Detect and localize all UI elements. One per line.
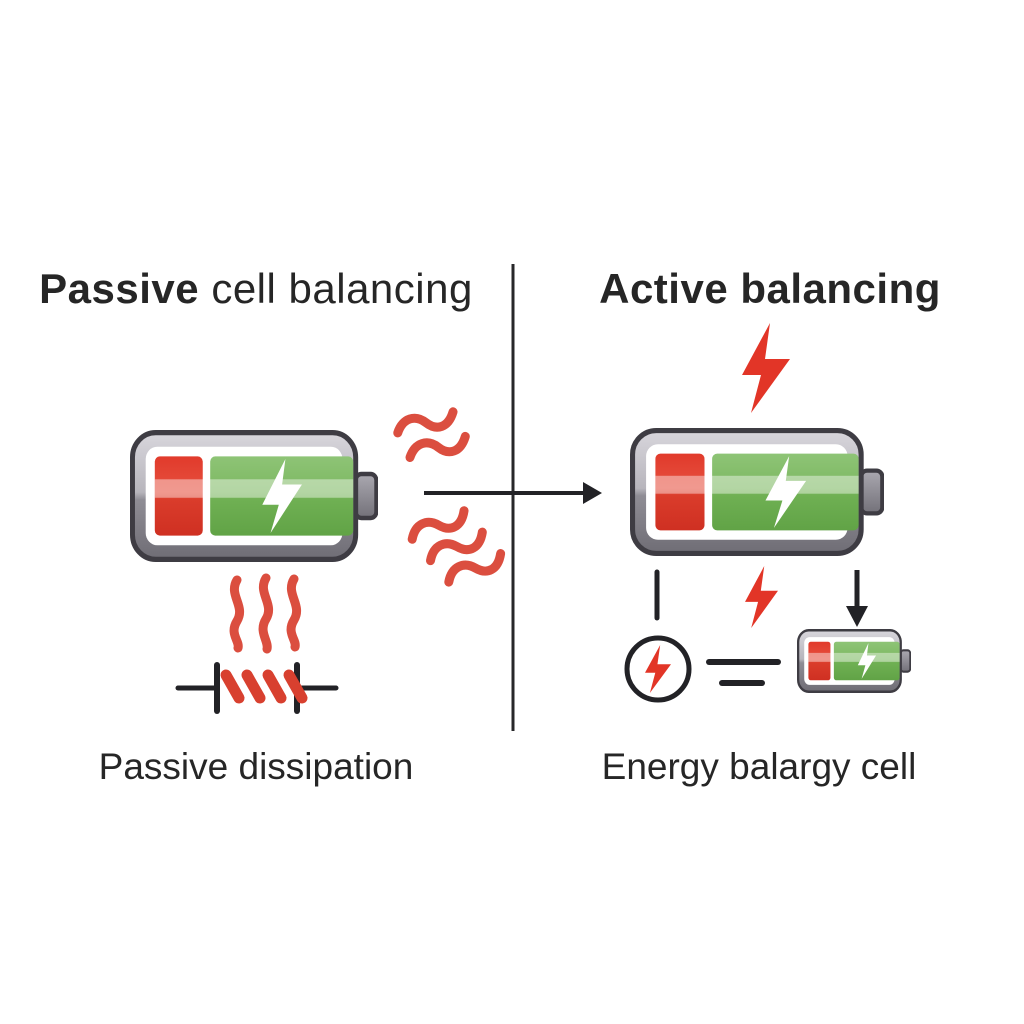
lightning-icon (742, 323, 790, 413)
equals-icon (706, 659, 781, 686)
heat-rising-icon (229, 573, 302, 654)
right-panel-caption: Energy balargy cell (601, 746, 917, 787)
energy-source-icon (624, 635, 692, 703)
resistor-icon (175, 662, 339, 714)
small-battery-icon (797, 629, 911, 693)
left-battery-icon (132, 433, 376, 560)
left-panel-title: Passive cell balancing (0, 262, 512, 316)
small-lightning-icon (745, 566, 778, 628)
right-panel-title: Active balancing (599, 265, 941, 312)
left-title-bold: Passive (39, 265, 200, 312)
heat-waves-right-icon (393, 407, 506, 587)
left-title-regular: cell balancing (199, 265, 473, 312)
right-arrow-icon (424, 482, 602, 504)
right-battery-icon (633, 431, 883, 554)
down-arrow-icon (846, 570, 868, 627)
left-panel-caption: Passive dissipation (98, 746, 414, 787)
